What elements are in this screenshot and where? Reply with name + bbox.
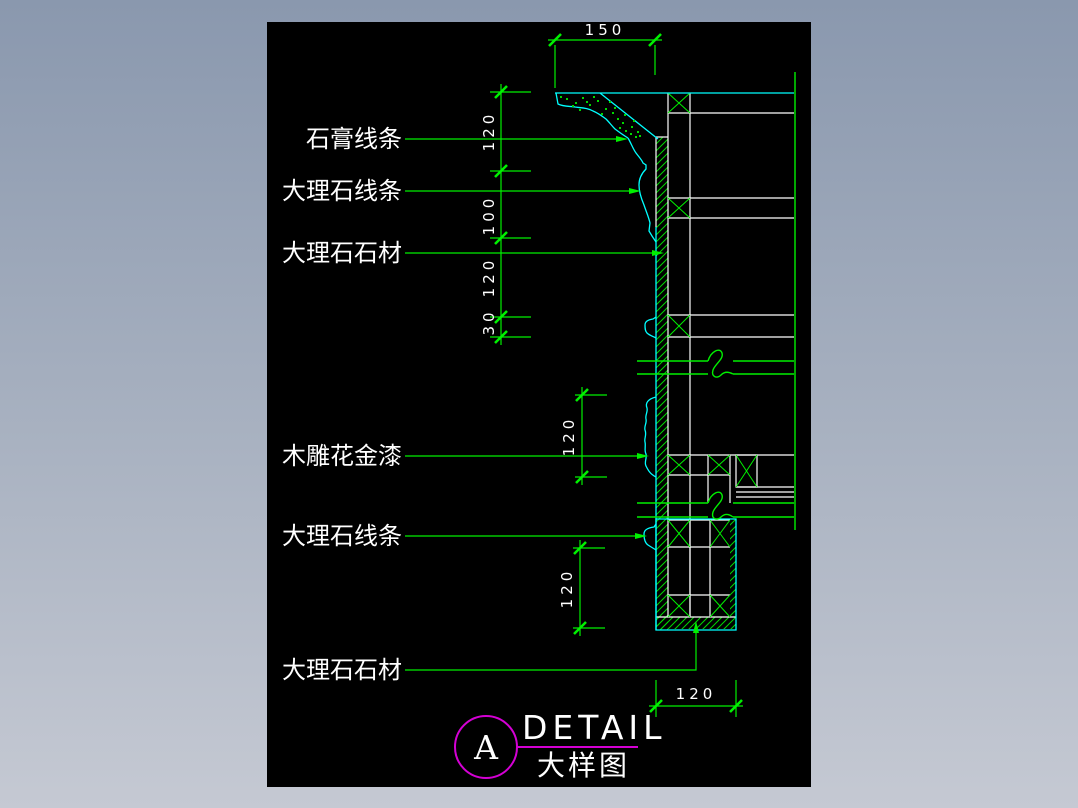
dim-bottom-120 (649, 680, 743, 717)
dim-tick-icon (494, 330, 508, 344)
title-block: A DETAIL 大样图 (454, 708, 667, 782)
dim-tick-icon (649, 699, 663, 713)
detail-bubble-letter: A (473, 728, 499, 767)
dim-tick-icon (494, 231, 508, 245)
detail-drawing: 150 120 100 120 30 120 120 (282, 22, 796, 782)
leader-lines (405, 136, 699, 671)
leader-arrow-icon (629, 188, 641, 194)
leader-arrow-icon (652, 250, 664, 256)
break-squiggle-icon (707, 491, 734, 520)
break-squiggle-icon (707, 349, 734, 378)
dim-tick-icon (494, 164, 508, 178)
dim-left-30-value: 30 (480, 308, 498, 335)
dim-carving-120 (575, 387, 607, 485)
lower-assembly-outline (655, 518, 737, 631)
dim-tick-icon (729, 699, 743, 713)
dim-left-100-value: 100 (480, 195, 498, 236)
marble-hatch-strips (656, 137, 736, 630)
dim-top-150 (548, 33, 662, 88)
dim-tick-icon (494, 310, 508, 324)
detail-title: DETAIL (522, 708, 667, 747)
dim-tick-icon (494, 85, 508, 99)
break-line-lower (637, 491, 794, 520)
marble-molding-upper-profile (627, 137, 657, 243)
dim-carving-120-value: 120 (560, 416, 578, 457)
dim-tick-icon (575, 388, 589, 402)
label-wood-carving-gold: 木雕花金漆 (282, 443, 402, 470)
wall-structure (655, 93, 794, 618)
label-marble-molding-lower: 大理石线条 (282, 523, 402, 550)
label-marble-stone-upper: 大理石石材 (282, 240, 402, 267)
leader-arrow-icon (693, 621, 699, 633)
label-marble-stone-lower: 大理石石材 (282, 657, 402, 684)
dim-left-120b-value: 120 (480, 257, 498, 298)
dim-tick-icon (573, 621, 587, 635)
label-marble-molding-upper: 大理石线条 (282, 178, 402, 205)
leader-arrow-icon (635, 533, 647, 539)
label-plaster-molding: 石膏线条 (306, 126, 402, 153)
dim-top-150-value: 150 (585, 22, 626, 39)
detail-subtitle: 大样图 (537, 750, 630, 782)
dim-tick-icon (548, 33, 562, 47)
dim-tick-icon (648, 33, 662, 47)
cornice-diagonal (599, 92, 659, 140)
drawing-canvas: 150 120 100 120 30 120 120 (267, 22, 811, 787)
marble-molding-lower-profile (643, 523, 657, 551)
dim-bottom-120-value: 120 (676, 685, 717, 703)
dim-left-120a-value: 120 (480, 111, 498, 152)
finish-profiles (555, 92, 794, 631)
wood-carving-profile (644, 396, 657, 478)
dim-lower-120 (573, 540, 605, 636)
leader-arrow-icon (637, 453, 649, 459)
dim-left-chain (490, 84, 531, 345)
leader-arrow-icon (616, 136, 628, 142)
callout-labels: 石膏线条 大理石线条 大理石石材 木雕花金漆 大理石线条 大理石石材 (282, 126, 402, 684)
mid-molding-profile (644, 316, 657, 339)
plaster-speckles (560, 96, 641, 138)
break-line-upper (637, 349, 794, 378)
dim-lower-120-value: 120 (558, 568, 576, 609)
dim-tick-icon (573, 541, 587, 555)
dim-tick-icon (575, 470, 589, 484)
blocking-x-marks (667, 92, 758, 618)
